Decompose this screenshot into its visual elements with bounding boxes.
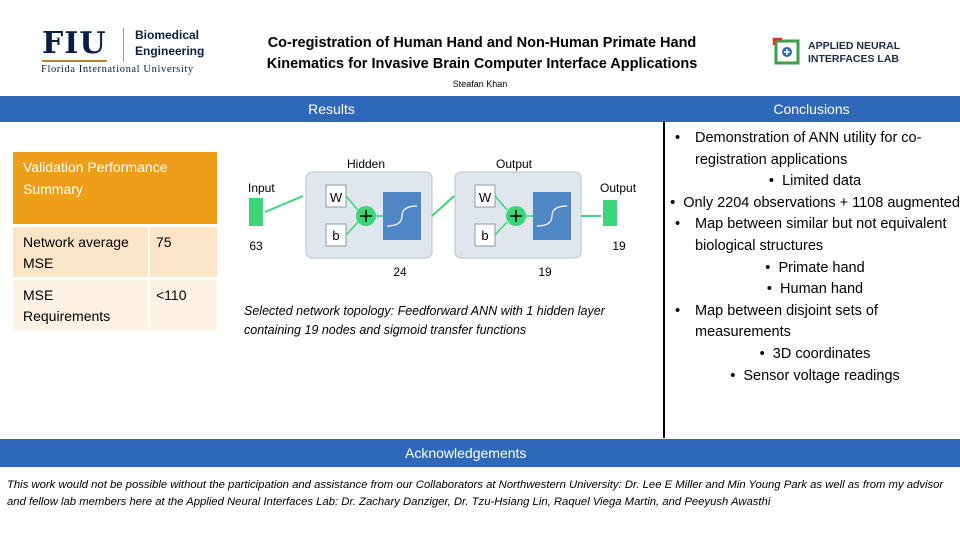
output-bias-symbol: b: [481, 228, 488, 243]
conclusion-subitem: • 3D coordinates: [670, 344, 960, 366]
conclusion-subtext: Primate hand: [778, 259, 865, 276]
hidden-layer-box: W b: [305, 171, 433, 259]
conclusion-subitem: • Human hand: [670, 279, 960, 301]
bullet-icon: •: [759, 345, 765, 362]
bullet-icon: •: [768, 173, 774, 190]
logo-divider: [123, 28, 124, 62]
conclusion-subtext: Limited data: [782, 173, 862, 190]
bullet-icon: •: [730, 367, 736, 384]
output-count: 19: [538, 265, 552, 279]
conclusion-subitem: • Sensor voltage readings: [670, 366, 960, 388]
conclusion-subtext: Human hand: [780, 281, 864, 298]
lab-name-line2: INTERFACES LAB: [808, 53, 900, 65]
output-weight-symbol: W: [479, 190, 492, 205]
output-layer-label: Output: [496, 157, 533, 171]
conclusion-subtext: Sensor voltage readings: [743, 367, 900, 384]
table-cell-label: Network average MSE: [23, 234, 129, 271]
acknowledgements-title: Acknowledgements: [405, 445, 527, 461]
input-node: [249, 198, 263, 226]
hidden-layer-label: Hidden: [347, 157, 385, 171]
conclusions-header: Conclusions: [663, 96, 960, 122]
network-caption: Selected network topology: Feedforward A…: [244, 304, 605, 337]
column-divider: [663, 122, 665, 438]
lab-name: APPLIED NEURAL INTERFACES LAB: [808, 40, 900, 66]
table-cell-label: MSE Requirements: [23, 287, 111, 324]
fiu-department-line1: Biomedical: [135, 28, 200, 42]
cell-separator: [148, 280, 150, 330]
acknowledgements-text: This work would not be possible without …: [7, 479, 944, 508]
conclusion-subtext: Only 2204 observations + 1108 augmented: [683, 194, 960, 211]
output-right-label: Output: [600, 181, 637, 195]
connection-arrow: [431, 195, 455, 217]
acknowledgements-header: Acknowledgements: [0, 439, 960, 467]
lab-name-line1: APPLIED NEURAL: [808, 40, 901, 52]
fiu-university-name: Florida International University: [41, 64, 194, 75]
poster-title: Co-registration of Human Hand and Non-Hu…: [232, 33, 732, 75]
conclusion-item: • Map between similar but not equivalent …: [670, 214, 960, 257]
network-topology-diagram: Hidden Output Input Output 63 W b 24 W b…: [243, 152, 643, 280]
results-header: Results: [0, 96, 663, 122]
input-label: Input: [248, 181, 275, 195]
conclusion-text: Map between disjoint sets of measurement…: [695, 302, 878, 341]
input-count: 63: [249, 239, 263, 253]
hidden-weight-symbol: W: [330, 190, 343, 205]
conclusion-subitem: • Limited data: [670, 171, 960, 193]
lab-logo-icon: [772, 37, 800, 65]
hidden-bias-symbol: b: [332, 228, 339, 243]
bullet-icon: •: [766, 281, 772, 298]
conclusion-subitem: • Only 2204 observations + 1108 augmente…: [670, 193, 960, 215]
table-cell-value: <110: [156, 287, 187, 303]
bullet-icon: •: [675, 216, 681, 233]
conclusion-item: • Demonstration of ANN utility for co-reg…: [670, 128, 960, 171]
conclusion-subitem: • Primate hand: [670, 258, 960, 280]
conclusion-text: Demonstration of ANN utility for co-regi…: [695, 130, 922, 168]
connection-arrow: [264, 195, 304, 213]
fiu-logo-mark: FIU: [42, 26, 107, 62]
table-row: MSE Requirements <110: [13, 280, 217, 330]
output-node: [603, 200, 617, 226]
table-row: Network average MSE 75: [13, 227, 217, 277]
table-cell-value: 75: [156, 234, 172, 250]
conclusions-list: • Demonstration of ANN utility for co-reg…: [670, 128, 960, 387]
bullet-icon: •: [675, 130, 681, 146]
conclusion-text: Map between similar but not equivalent b…: [695, 216, 947, 254]
bullet-icon: •: [675, 302, 681, 319]
bullet-icon: •: [670, 194, 676, 211]
fiu-department-line2: Engineering: [135, 44, 205, 58]
poster-title-line2: Kinematics for Invasive Brain Computer I…: [266, 56, 698, 72]
fiu-department: Biomedical Engineering: [135, 27, 204, 59]
hidden-count: 24: [393, 265, 407, 279]
cell-separator: [148, 227, 150, 277]
validation-table-title: Validation Performance Summary: [13, 152, 217, 224]
fiu-logo: FIU Biomedical Engineering Florida Inter…: [40, 26, 220, 78]
output-layer-box: W b: [454, 171, 582, 259]
author-name: Steafan Khan: [452, 79, 508, 89]
bullet-icon: •: [765, 259, 771, 276]
output-right-count: 19: [612, 239, 626, 253]
conclusion-item: • Map between disjoint sets of measuremen…: [670, 301, 960, 344]
lab-logo: APPLIED NEURAL INTERFACES LAB: [768, 34, 928, 74]
conclusion-subtext: 3D coordinates: [772, 345, 871, 362]
poster-title-line1: Co-registration of Human Hand and Non-Hu…: [267, 35, 697, 51]
